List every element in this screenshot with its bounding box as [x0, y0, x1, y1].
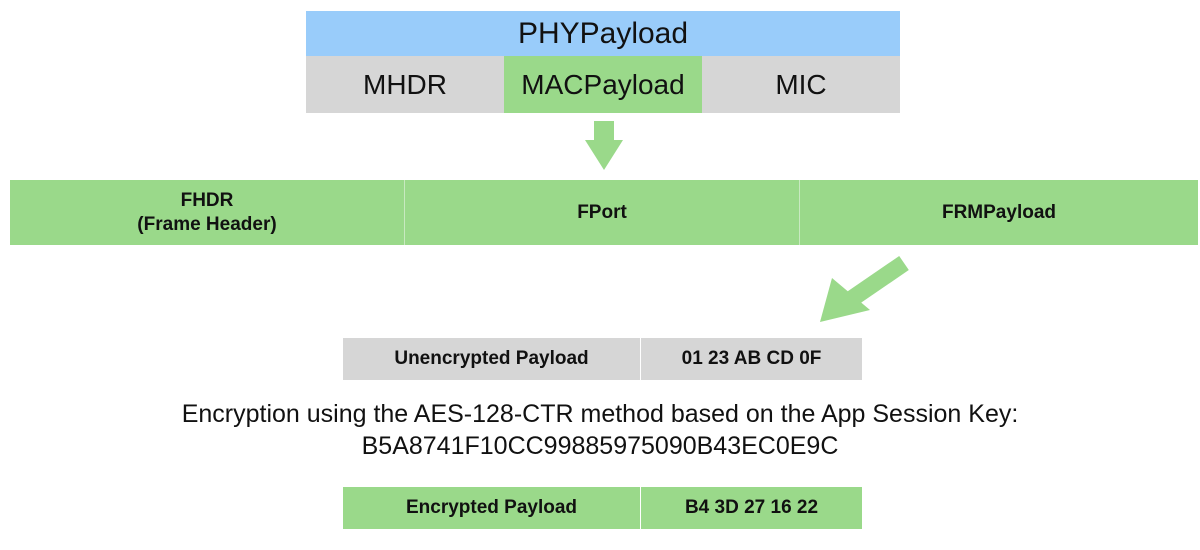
mac-payload-field: MACPayload [504, 56, 702, 113]
fhdr-label: FHDR (Frame Header) [137, 189, 276, 237]
mic-label: MIC [775, 68, 827, 100]
fhdr-field: FHDR (Frame Header) [10, 180, 404, 245]
fport-field: FPort [405, 180, 799, 245]
app-session-key: B5A8741F10CC99885975090B43EC0E9C [361, 432, 839, 460]
diagonal-arrow-icon [820, 255, 909, 322]
encrypted-payload-text: Encrypted Payload [405, 497, 578, 518]
unencrypted-payload-value: 01 23 AB CD 0F [641, 338, 862, 380]
frm-payload-label: FRMPayload [941, 201, 1057, 223]
fhdr-subtitle: (Frame Header) [137, 213, 277, 235]
field-divider [404, 180, 405, 245]
field-divider [799, 180, 800, 245]
encryption-description: Encryption using the AES-128-CTR method … [100, 398, 1100, 462]
down-arrow-icon [585, 121, 623, 170]
mac-payload-label: MACPayload [521, 68, 685, 100]
encrypted-payload-label: Encrypted Payload [343, 487, 640, 529]
unencrypted-payload-text: Unencrypted Payload [394, 348, 589, 369]
unencrypted-payload-label: Unencrypted Payload [343, 338, 640, 380]
encrypted-payload-bytes: B4 3D 27 16 22 [684, 497, 819, 518]
encryption-method-text: Encryption using the AES-128-CTR method … [181, 400, 1019, 428]
phy-payload-title: PHYPayload [517, 16, 689, 50]
mic-field: MIC [702, 56, 900, 113]
fport-label: FPort [577, 201, 627, 223]
mhdr-field: MHDR [306, 56, 504, 113]
unencrypted-payload-bytes: 01 23 AB CD 0F [681, 348, 822, 369]
phy-payload-header: PHYPayload [306, 11, 900, 56]
fhdr-title: FHDR [180, 189, 234, 211]
mhdr-label: MHDR [363, 68, 447, 100]
frm-payload-field: FRMPayload [800, 180, 1198, 245]
encrypted-payload-value: B4 3D 27 16 22 [641, 487, 862, 529]
